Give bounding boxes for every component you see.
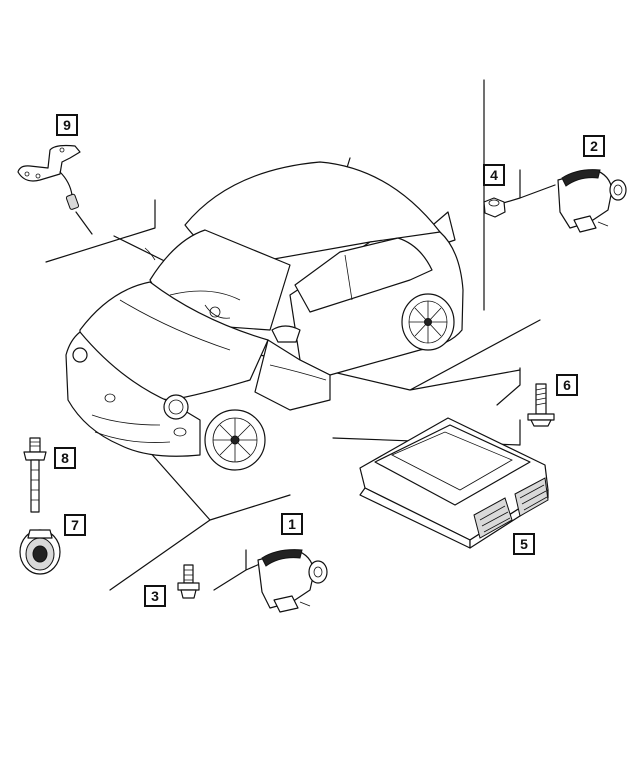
vehicle-illustration <box>65 161 464 471</box>
callout-3: 3 <box>144 585 166 607</box>
part-3-small-bolt <box>177 564 200 599</box>
callout-4: 4 <box>483 164 505 186</box>
callout-7: 7 <box>64 514 86 536</box>
callout-8: 8 <box>54 447 76 469</box>
part-6-bolt <box>527 383 555 427</box>
part-4-nut <box>483 197 506 218</box>
callout-6: 6 <box>556 374 578 396</box>
callout-2: 2 <box>583 135 605 157</box>
leader-lines <box>45 79 556 591</box>
part-8-long-bolt <box>23 437 47 513</box>
part-2-impact-sensor <box>557 169 627 233</box>
callout-1: 1 <box>281 513 303 535</box>
callout-5: 5 <box>513 533 535 555</box>
part-1-impact-sensor <box>257 549 328 613</box>
part-9-sensor-bracket <box>17 144 93 235</box>
part-7-round-clip <box>19 529 61 575</box>
callout-9: 9 <box>56 114 78 136</box>
part-5-control-module <box>359 417 549 549</box>
